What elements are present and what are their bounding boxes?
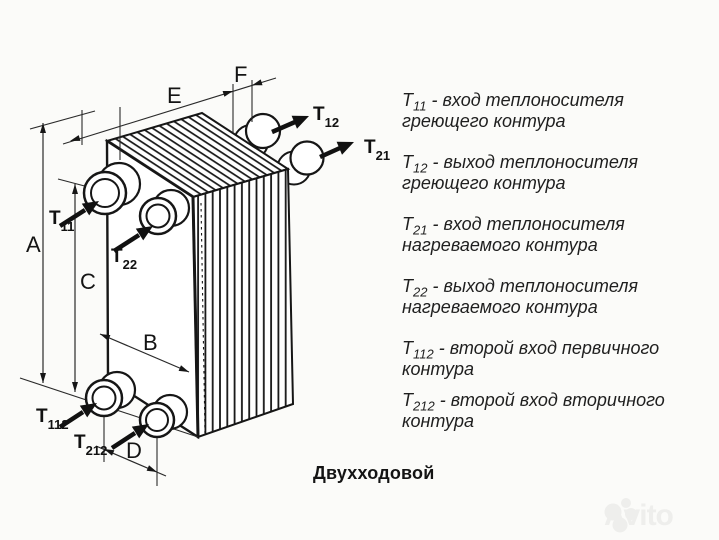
legend-symbol: T <box>402 90 413 110</box>
legend-entry-t212: T212 - второй вход вторичного контура <box>402 390 704 432</box>
dimension-a <box>40 123 46 383</box>
legend-symbol: T <box>402 276 413 296</box>
legend-symbol: T <box>402 214 413 234</box>
figure-caption: Двухходовой <box>313 463 435 483</box>
legend-entry-t11: T11 - вход теплоносителя греющего контур… <box>402 90 704 132</box>
flow-arrows <box>58 115 354 450</box>
legend-entry-t22: T22 - выход теплоносителя нагреваемого к… <box>402 276 704 318</box>
legend-entry-t21: T21 - вход теплоносителя нагреваемого ко… <box>402 214 704 256</box>
port-label-t112: T112 <box>36 406 69 432</box>
label-f: F <box>234 62 247 87</box>
legend-text: - второй вход первичного контура <box>402 338 660 379</box>
legend-symbol: T <box>402 152 413 172</box>
legend-symbol: T <box>402 390 413 410</box>
flow-arrow-t212 <box>110 424 149 450</box>
port-label-t212: T212 <box>74 432 107 458</box>
plate-pack-side-face <box>191 167 295 439</box>
dimension-d <box>95 445 167 477</box>
legend-text: - второй вход вторичного контура <box>402 390 665 431</box>
dimension-e-f <box>62 77 277 145</box>
flow-arrow-t112 <box>58 403 97 429</box>
label-e: E <box>167 83 182 108</box>
front-plate-fold-edge <box>191 196 200 438</box>
gasket-dotted-line <box>200 202 206 434</box>
flow-arrow-t21 <box>319 141 354 160</box>
legend-subscript: 212 <box>413 398 435 414</box>
legend-subscript: 11 <box>413 98 427 114</box>
legend-subscript: 12 <box>413 160 428 176</box>
dimension-b <box>99 333 190 373</box>
dimension-letters: A C B D E F <box>26 62 247 463</box>
port-label-t21: T21 <box>364 137 390 163</box>
label-b: B <box>143 330 158 355</box>
port-label-t22: T22 <box>111 246 137 272</box>
label-c: C <box>80 269 96 294</box>
legend: T11 - вход теплоносителя греющего контур… <box>402 90 704 452</box>
flow-arrow-t11 <box>58 201 99 228</box>
legend-text: - выход теплоносителя нагреваемого конту… <box>402 276 639 317</box>
front-port-t112 <box>84 370 137 418</box>
legend-subscript: 21 <box>413 222 428 238</box>
legend-text: - вход теплоносителя греющего контура <box>402 90 624 131</box>
port-label-t12: T12 <box>313 104 339 130</box>
legend-subscript: 22 <box>413 284 428 300</box>
front-port-t212 <box>138 393 189 439</box>
avito-logo-icon <box>604 498 637 533</box>
flow-arrow-t12 <box>271 115 309 135</box>
flow-arrow-t22 <box>112 226 153 253</box>
port-labels: T11 T22 T112 T212 T12 T21 <box>36 104 390 458</box>
rear-port-t21 <box>276 140 325 186</box>
label-a: A <box>26 232 41 257</box>
avito-watermark: Avito <box>604 497 674 535</box>
label-d: D <box>126 438 142 463</box>
legend-entry-t112: T112 - второй вход первичного контура <box>402 338 704 380</box>
legend-symbol: T <box>402 338 413 358</box>
legend-subscript: 112 <box>413 346 434 362</box>
legend-entry-t12: T12 - выход теплоносителя греющего конту… <box>402 152 704 194</box>
legend-text: - вход теплоносителя нагреваемого контур… <box>402 214 625 255</box>
front-port-t22 <box>138 188 191 236</box>
port-label-t11: T11 <box>49 208 74 234</box>
legend-text: - выход теплоносителя греющего контура <box>402 152 639 193</box>
